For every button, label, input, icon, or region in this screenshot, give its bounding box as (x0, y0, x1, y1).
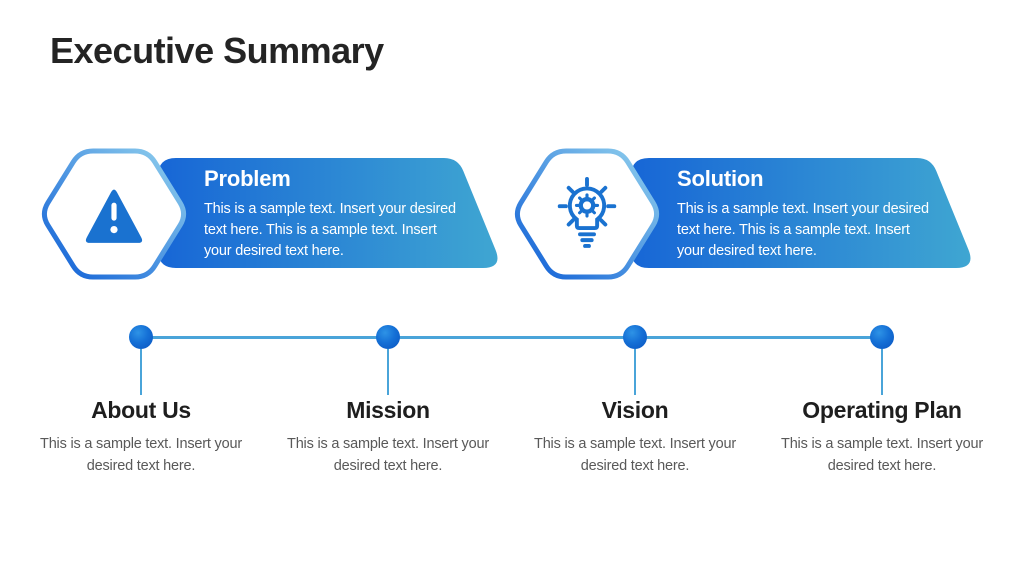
timeline-item-about-us: About Us This is a sample text. Insert y… (21, 397, 261, 478)
card-title: Solution (677, 166, 764, 191)
timeline-dot (870, 325, 894, 349)
solution-card: Solution This is a sample text. Insert y… (511, 146, 991, 288)
lightbulb-gear-icon (557, 176, 617, 248)
timeline-item-title: Vision (601, 397, 669, 423)
problem-card: Problem This is a sample text. Insert yo… (38, 146, 518, 288)
timeline-item-body: This is a sample text. Insert your desir… (781, 436, 983, 474)
solution-hexagon-badge (514, 148, 660, 280)
timeline-item-title: About Us (91, 397, 191, 423)
timeline-connector (881, 349, 883, 395)
timeline-item-body: This is a sample text. Insert your desir… (534, 436, 736, 474)
timeline-item-body: This is a sample text. Insert your desir… (40, 436, 242, 474)
timeline-item-title: Mission (346, 397, 430, 423)
timeline-connector (140, 349, 142, 395)
solution-banner-shape (631, 158, 971, 268)
problem-hexagon-badge (41, 148, 187, 280)
card-title: Problem (204, 166, 291, 191)
timeline-line (141, 336, 882, 339)
timeline-dot (129, 325, 153, 349)
warning-triangle-icon (85, 189, 143, 243)
timeline-item-operating-plan: Operating Plan This is a sample text. In… (762, 397, 1002, 478)
timeline-dot (623, 325, 647, 349)
timeline-item-body: This is a sample text. Insert your desir… (287, 436, 489, 474)
timeline-connector (387, 349, 389, 395)
timeline-dot (376, 325, 400, 349)
card-body: This is a sample text. Insert your desir… (204, 201, 456, 260)
timeline-connector (634, 349, 636, 395)
page-title: Executive Summary (50, 30, 384, 71)
card-body: This is a sample text. Insert your desir… (677, 201, 929, 260)
solution-text-block: Solution This is a sample text. Insert y… (677, 166, 945, 262)
timeline-item-vision: Vision This is a sample text. Insert you… (515, 397, 755, 478)
timeline-item-mission: Mission This is a sample text. Insert yo… (268, 397, 508, 478)
timeline-item-title: Operating Plan (802, 397, 962, 423)
problem-banner-shape (158, 158, 498, 268)
problem-text-block: Problem This is a sample text. Insert yo… (204, 166, 472, 262)
